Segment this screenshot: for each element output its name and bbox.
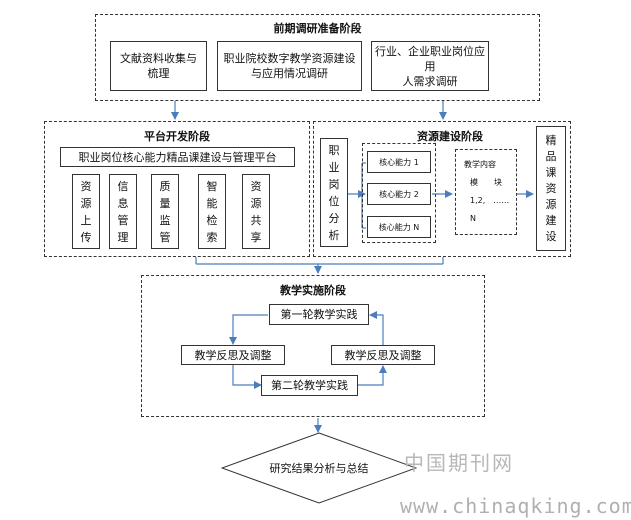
final-decision-diamond — [221, 432, 417, 504]
module-smart-search: 智能检索 — [198, 174, 226, 249]
stage1-title: 前期调研准备阶段 — [273, 22, 362, 35]
arrow-reflect-right-to-round1 — [369, 311, 384, 345]
core-ability-group — [362, 143, 436, 243]
teaching-title: 教学实施阶段 — [280, 284, 346, 297]
teaching-round-1: 第一轮教学实践 — [269, 304, 369, 325]
platform-title: 平台开发阶段 — [144, 130, 210, 143]
module-resource-upload: 资源上传 — [72, 174, 100, 249]
stage1-container — [95, 14, 540, 101]
core-ability-2: 核心能力 2 — [367, 183, 431, 205]
teaching-reflect-right: 教学反思及调整 — [331, 345, 435, 365]
core-ability-n: 核心能力 N — [367, 216, 431, 238]
watermark-url: www.chinaqking.com — [400, 494, 631, 518]
platform-header: 职业岗位核心能力精品课建设与管理平台 — [60, 147, 295, 167]
job-analysis-box: 职业岗位分析 — [320, 138, 348, 247]
core-ability-1: 核心能力 1 — [367, 151, 431, 173]
module-quality-supervision: 质量监管 — [151, 174, 179, 249]
teaching-reflect-left: 教学反思及调整 — [181, 345, 285, 365]
resource-container — [313, 121, 571, 257]
arrow-round1-to-reflect-left — [229, 314, 268, 345]
teaching-round-2: 第二轮教学实践 — [261, 375, 358, 396]
final-summary-label: 研究结果分析与总结 — [269, 461, 369, 475]
module-resource-sharing: 资源共享 — [242, 174, 270, 249]
module-info-management: 信息管理 — [109, 174, 137, 249]
resource-title: 资源建设阶段 — [417, 130, 483, 143]
stage1-box-industry-survey: 行业、企业职业岗位应用人需求调研 — [371, 41, 489, 91]
platform-container — [44, 121, 310, 257]
stage1-box-college-survey: 职业院校数字教学资源建设与应用情况调研 — [217, 41, 362, 91]
arrow-round2-to-reflect-right — [358, 365, 387, 386]
quality-course-building-box: 精品课资源建设 — [536, 126, 566, 251]
stage1-box-literature: 文献资料收集与梳理 — [110, 41, 207, 91]
watermark-chinese: 中国期刊网 — [404, 451, 514, 475]
arrow-reflect-left-to-round2 — [232, 365, 262, 389]
teaching-container — [141, 275, 485, 417]
teaching-content-modules: 教学内容 模 块 1,2, …… N — [455, 149, 517, 235]
